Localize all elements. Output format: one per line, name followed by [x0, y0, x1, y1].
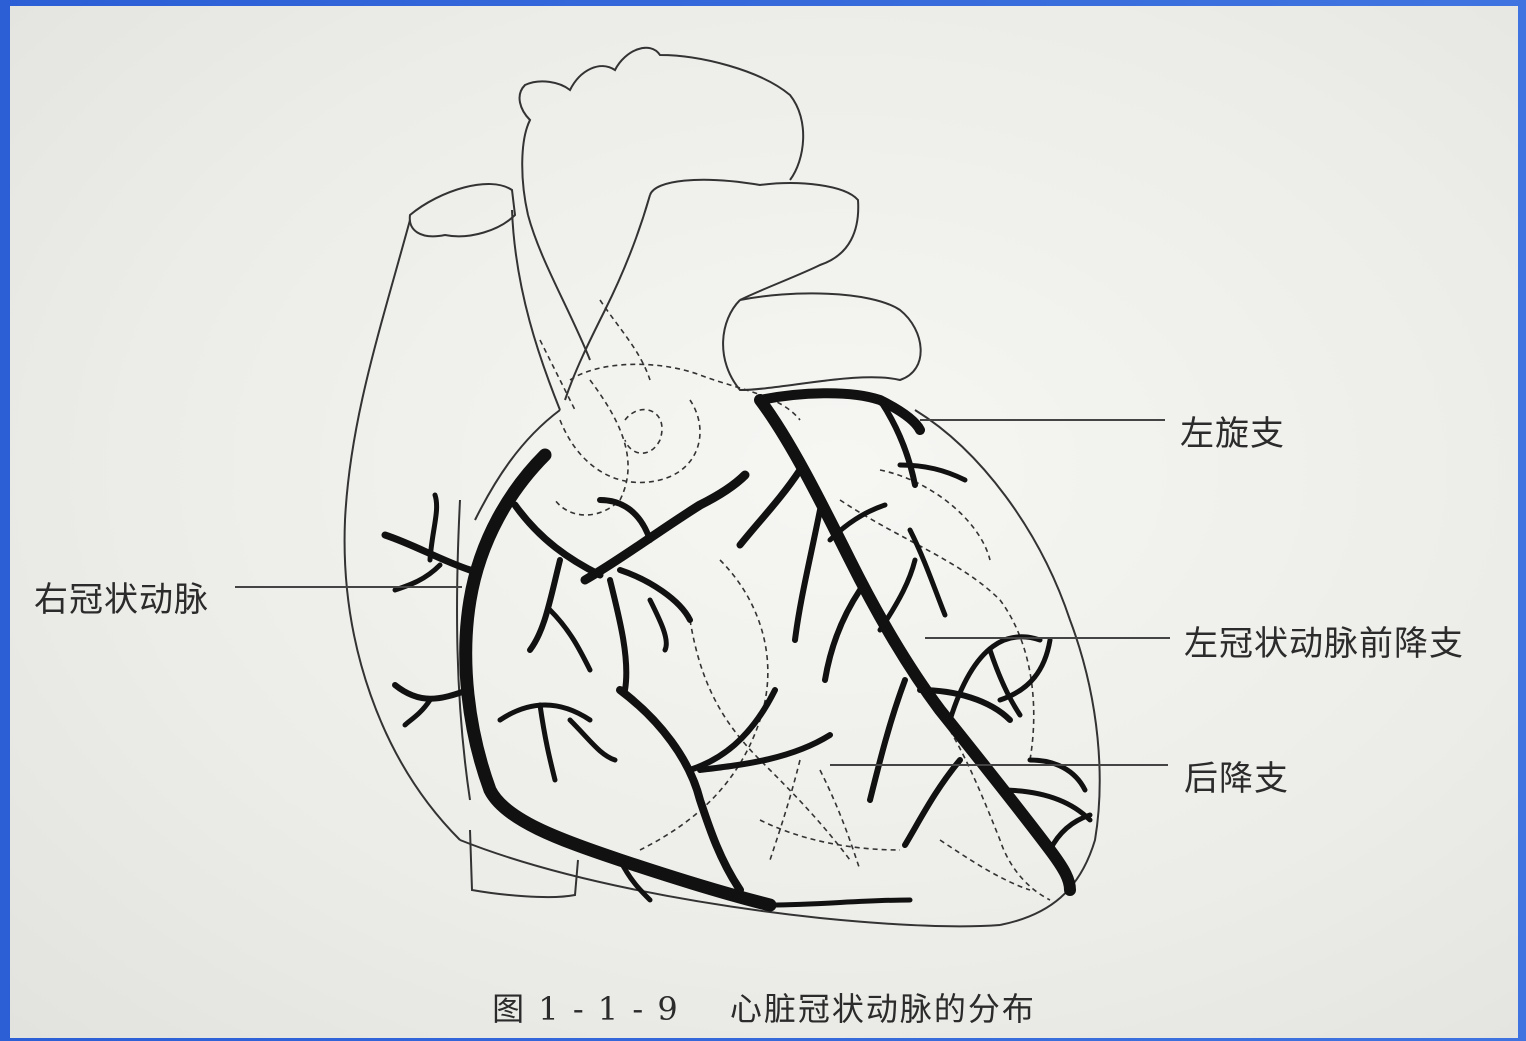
label-left-circumflex: 左旋支 — [1180, 406, 1285, 455]
figure-title: 心脏冠状动脉的分布 — [730, 984, 1036, 1030]
label-lad: 左冠状动脉前降支 — [1184, 616, 1464, 665]
leader-lines — [235, 420, 1170, 765]
figure-number: 图 1 - 1 - 9 — [492, 984, 680, 1030]
heart-coronary-diagram — [10, 6, 1518, 1038]
figure-caption: 图 1 - 1 - 9 心脏冠状动脉的分布 — [10, 984, 1518, 1030]
heart-outline — [345, 48, 1100, 927]
label-right-coronary-artery: 右冠状动脉 — [34, 572, 209, 621]
right-coronary-artery — [466, 455, 770, 905]
textbook-page: 左旋支 右冠状动脉 左冠状动脉前降支 后降支 图 1 - 1 - 9 心脏冠状动… — [10, 6, 1518, 1038]
label-posterior-descending: 后降支 — [1184, 751, 1289, 800]
